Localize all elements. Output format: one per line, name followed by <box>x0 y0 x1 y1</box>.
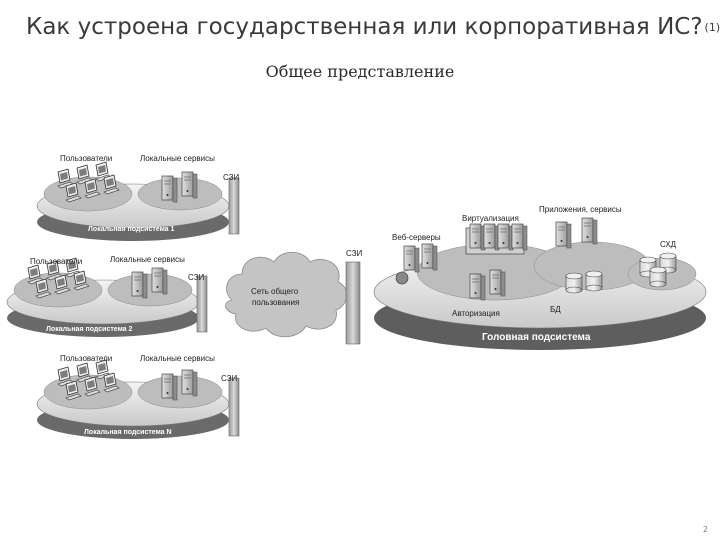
page-number: 2 <box>702 525 708 534</box>
slide-subtitle: Общее представление <box>265 62 455 81</box>
slide-title-number: (1) <box>704 21 720 34</box>
users-label-n: Пользователи <box>60 354 112 363</box>
slide-title-text: Как устроена государственная или корпора… <box>26 14 703 40</box>
firewall-wall-n <box>228 377 240 437</box>
virtualization-label: Виртуализация <box>462 214 519 223</box>
central-firewall: СЗИ <box>345 249 363 345</box>
services-label-n: Локальные сервисы <box>140 354 215 363</box>
cloud-label-line2: пользования <box>252 298 299 307</box>
web-servers-label: Веб-серверы <box>392 233 441 242</box>
services-label-1: Локальные сервисы <box>140 154 215 163</box>
firewall-wall-1 <box>228 177 240 235</box>
local-subsystem-2: Пользователи Локальные сервисы СЗИ Локал… <box>6 255 208 337</box>
slide-title: Как устроена государственная или корпора… <box>26 14 720 40</box>
head-subsystem: Виртуализация Приложения, сервисы Веб-се… <box>373 205 707 350</box>
subsystem-name-1: Локальная подсистема 1 <box>88 226 174 233</box>
storage-label: СХД <box>660 240 677 249</box>
apps-label: Приложения, сервисы <box>539 205 622 214</box>
users-label-2: Пользователи <box>30 257 82 266</box>
public-network-cloud: Сеть общего пользования <box>225 251 348 338</box>
firewall-wall-2 <box>196 275 208 333</box>
auth-label: Авторизация <box>452 309 500 318</box>
subsystem-name-n: Локальная подсистема N <box>84 429 172 436</box>
cloud-label-line1: Сеть общего <box>251 287 299 296</box>
central-szi-label: СЗИ <box>346 249 363 258</box>
users-label-1: Пользователи <box>60 154 112 163</box>
db-label: БД <box>550 305 561 314</box>
services-label-2: Локальные сервисы <box>110 255 185 264</box>
subsystem-name-2: Локальная подсистема 2 <box>46 326 132 333</box>
szi-label-2: СЗИ <box>188 273 205 282</box>
szi-label-n: СЗИ <box>221 374 238 383</box>
local-subsystem-n: Пользователи Локальные сервисы СЗИ Локал… <box>36 354 240 439</box>
head-subsystem-name: Головная подсистема <box>482 332 591 343</box>
szi-label-1: СЗИ <box>223 173 240 182</box>
local-subsystem-1: Пользователи Локальные сервисы СЗИ Локал… <box>36 154 240 241</box>
